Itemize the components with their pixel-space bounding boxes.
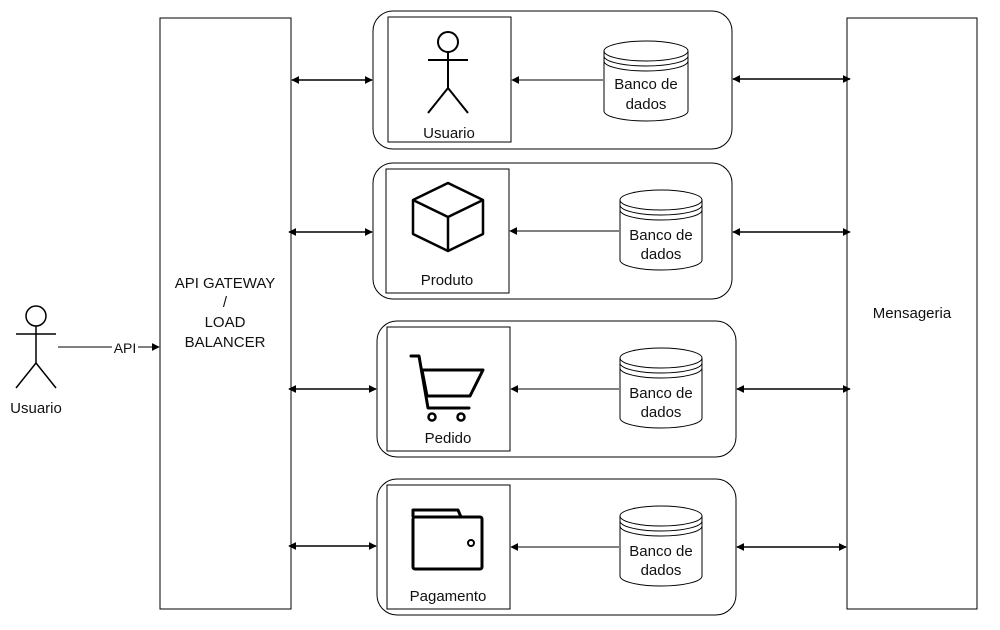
database-label-line-2: dados — [626, 96, 667, 113]
cart-icon — [409, 354, 485, 422]
database-label-line-1: Banco de — [614, 76, 677, 93]
external-user-label: Usuario — [10, 400, 62, 417]
database-label-line-1: Banco de — [629, 227, 692, 244]
person-icon — [427, 31, 469, 114]
api-gateway-line-4: BALANCER — [185, 334, 266, 351]
database-cylinder: Banco de dados — [603, 40, 689, 122]
api-gateway-line-2: / — [223, 294, 228, 311]
database-cylinder: Banco de dados — [619, 189, 703, 271]
service-label: Pagamento — [410, 588, 487, 605]
service-label: Produto — [421, 272, 474, 289]
wallet-icon — [411, 508, 484, 571]
external-user: Usuario — [10, 305, 62, 417]
database-cylinder: Banco de dados — [619, 347, 703, 429]
user-actor-icon — [15, 305, 57, 389]
messaging-label: Mensageria — [873, 305, 952, 322]
database-label-line-2: dados — [641, 246, 682, 263]
service-icon-box — [386, 484, 511, 610]
api-connection: API — [58, 338, 160, 356]
service-icon-box — [386, 326, 511, 452]
database-cylinder: Banco de dados — [619, 505, 703, 587]
cube-icon — [411, 181, 485, 253]
service-label: Usuario — [423, 125, 475, 142]
api-edge-label: API — [114, 340, 137, 356]
service-pagamento: Pagamento Banco de dados — [288, 478, 847, 616]
messaging-box — [846, 17, 978, 610]
database-label-line-2: dados — [641, 404, 682, 421]
database-label-line-2: dados — [641, 562, 682, 579]
api-gateway-line-1: API GATEWAY — [175, 275, 276, 292]
service-produto: Produto Banco de dados — [288, 162, 851, 300]
api-gateway-line-3: LOAD — [205, 314, 246, 331]
messaging: Mensageria — [846, 17, 978, 610]
api-gateway: API GATEWAY / LOAD BALANCER — [159, 17, 292, 610]
service-pedido: Pedido Banco de dados — [288, 320, 851, 458]
database-label-line-1: Banco de — [629, 543, 692, 560]
database-label-line-1: Banco de — [629, 385, 692, 402]
api-gateway-box — [159, 17, 292, 610]
service-usuario: Usuario Banco de dados — [291, 10, 851, 150]
service-label: Pedido — [425, 430, 472, 447]
